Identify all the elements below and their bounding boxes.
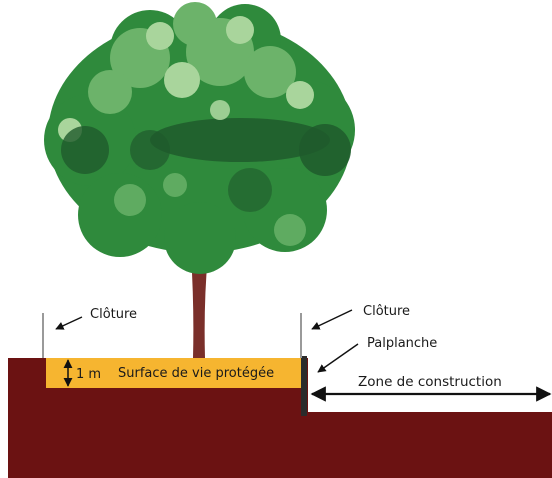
sheet-pile-label: Palplanche <box>367 336 437 351</box>
depth-label: 1 m <box>76 367 101 382</box>
fence-left-pointer <box>55 316 83 330</box>
tree <box>44 2 355 358</box>
tree-canopy <box>44 2 355 274</box>
sheet-pile <box>301 356 307 416</box>
protected-zone-label: Surface de vie protégée <box>118 366 274 381</box>
fence-right-label: Clôture <box>363 304 410 319</box>
fence-right-pointer <box>311 309 353 330</box>
sheet-pile-pointer <box>317 343 359 373</box>
fence-left-label: Clôture <box>90 307 137 322</box>
construction-zone-label: Zone de construction <box>358 374 502 390</box>
protected-layer <box>46 358 304 388</box>
